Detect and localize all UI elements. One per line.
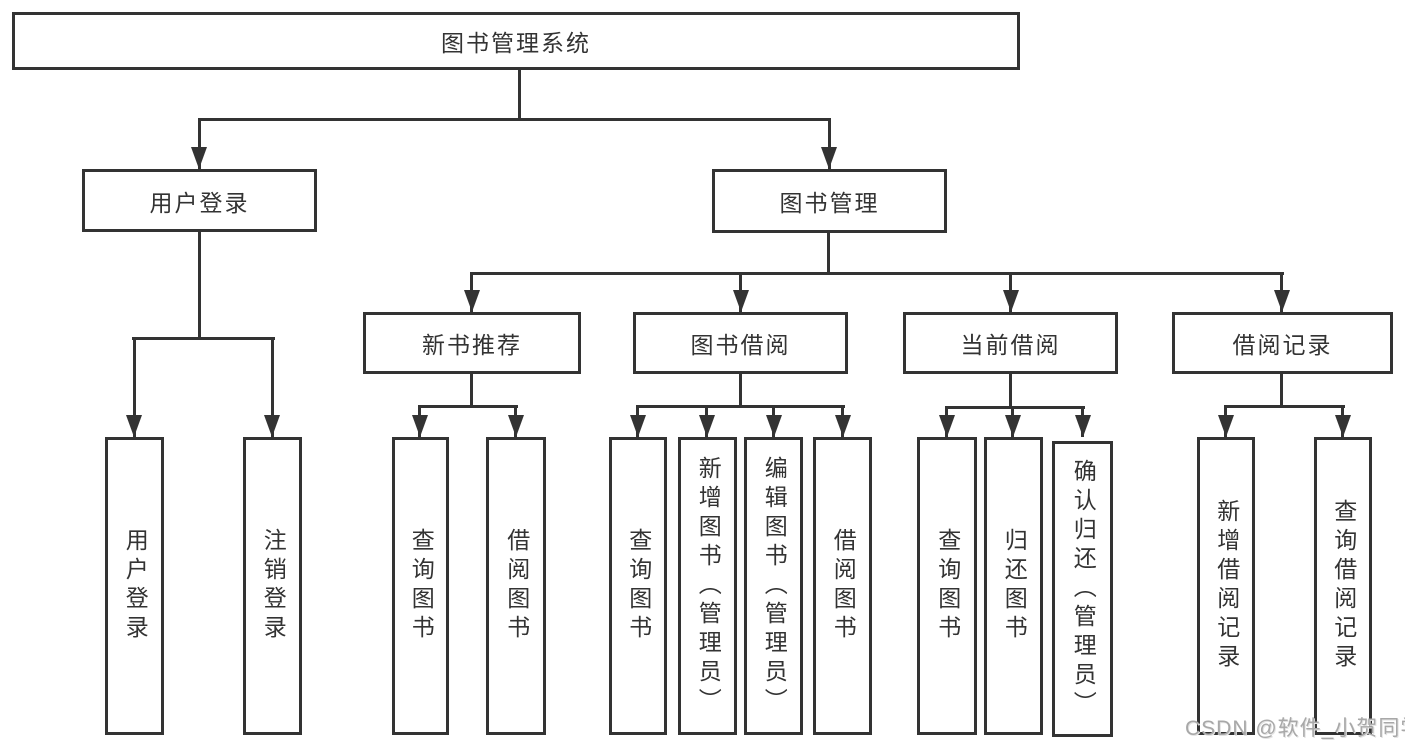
connector-line (198, 118, 201, 169)
connector-line (132, 337, 275, 340)
connector-arrowhead-down (766, 415, 782, 437)
connector-arrowhead-down (699, 415, 715, 437)
node-user-login-label: 用户登录 (149, 189, 250, 216)
node-root: 图书管理系统 (12, 12, 1020, 70)
connector-arrowhead-down (191, 147, 207, 169)
leaf-edit-books-admin: 编辑图书（管理员） (744, 437, 803, 735)
node-borrow-records: 借阅记录 (1172, 312, 1393, 374)
leaf-add-borrow-record: 新增借阅记录 (1197, 437, 1255, 735)
connector-line (828, 118, 831, 169)
connector-line (518, 70, 521, 118)
connector-arrowhead-down (939, 415, 955, 437)
leaf-confirm-return-admin-label: 确认归还（管理员） (1070, 458, 1097, 720)
connector-arrowhead-down (821, 147, 837, 169)
connector-line (1280, 374, 1283, 407)
leaf-search-books-current: 查询图书 (917, 437, 977, 735)
connector-arrowhead-down (835, 415, 851, 437)
leaf-borrow-books: 借阅图书 (813, 437, 872, 735)
leaf-add-books-admin-label: 新增图书（管理员） (695, 455, 722, 717)
leaf-search-books-recommend: 查询图书 (392, 437, 449, 735)
leaf-search-books-borrow-label: 查询图书 (625, 528, 652, 644)
leaf-logout-label: 注销登录 (260, 528, 287, 644)
connector-arrowhead-down (264, 415, 280, 437)
connector-line (198, 118, 831, 121)
leaf-confirm-return-admin: 确认归还（管理员） (1052, 441, 1113, 737)
node-book-management-label: 图书管理 (779, 190, 880, 216)
node-new-book-recommend-label: 新书推荐 (422, 332, 522, 358)
connector-arrowhead-down (630, 415, 646, 437)
connector-arrowhead-down (733, 290, 749, 312)
connector-line (470, 272, 1284, 275)
connector-line (133, 337, 136, 437)
connector-arrowhead-down (1003, 290, 1019, 312)
leaf-search-borrow-record: 查询借阅记录 (1314, 437, 1372, 735)
connector-line (1224, 405, 1345, 408)
leaf-return-books: 归还图书 (984, 437, 1043, 735)
node-book-borrow-label: 图书借阅 (690, 332, 791, 358)
connector-line (418, 405, 518, 408)
leaf-search-books-recommend-label: 查询图书 (408, 528, 435, 644)
connector-line (739, 374, 742, 407)
connector-arrowhead-down (1075, 415, 1091, 437)
connector-arrowhead-down (1335, 415, 1351, 437)
leaf-add-books-admin: 新增图书（管理员） (678, 437, 737, 735)
node-root-label: 图书管理系统 (441, 30, 591, 56)
leaf-borrow-books-recommend: 借阅图书 (486, 437, 546, 735)
leaf-search-books-current-label: 查询图书 (934, 528, 961, 644)
connector-arrowhead-down (1274, 290, 1290, 312)
leaf-borrow-books-label: 借阅图书 (830, 528, 857, 644)
leaf-user-login: 用户登录 (105, 437, 164, 735)
node-book-borrow: 图书借阅 (633, 312, 848, 374)
connector-arrowhead-down (126, 415, 142, 437)
connector-line (827, 233, 830, 275)
leaf-return-books-label: 归还图书 (1001, 528, 1028, 644)
leaf-search-books-borrow: 查询图书 (609, 437, 667, 735)
node-book-management: 图书管理 (712, 169, 947, 233)
connector-arrowhead-down (508, 415, 524, 437)
csdn-watermark: CSDN @软件_小贺同学 (1185, 717, 1405, 740)
leaf-add-borrow-record-label: 新增借阅记录 (1213, 499, 1240, 673)
connector-line (945, 406, 1085, 409)
node-current-borrow-label: 当前借阅 (960, 332, 1061, 358)
connector-arrowhead-down (1005, 415, 1021, 437)
leaf-search-borrow-record-label: 查询借阅记录 (1330, 499, 1357, 673)
leaf-logout: 注销登录 (243, 437, 302, 735)
node-new-book-recommend: 新书推荐 (363, 312, 581, 374)
connector-arrowhead-down (1218, 415, 1234, 437)
node-borrow-records-label: 借阅记录 (1232, 332, 1333, 358)
node-current-borrow: 当前借阅 (903, 312, 1118, 374)
connector-line (636, 405, 845, 408)
connector-arrowhead-down (412, 415, 428, 437)
connector-line (271, 337, 274, 437)
leaf-user-login-label: 用户登录 (122, 528, 149, 644)
connector-line (198, 232, 201, 340)
leaf-borrow-books-recommend-label: 借阅图书 (503, 528, 530, 644)
connector-arrowhead-down (464, 290, 480, 312)
leaf-edit-books-admin-label: 编辑图书（管理员） (761, 455, 788, 717)
connector-line (1009, 374, 1012, 409)
connector-line (470, 374, 473, 407)
node-user-login: 用户登录 (82, 169, 317, 232)
